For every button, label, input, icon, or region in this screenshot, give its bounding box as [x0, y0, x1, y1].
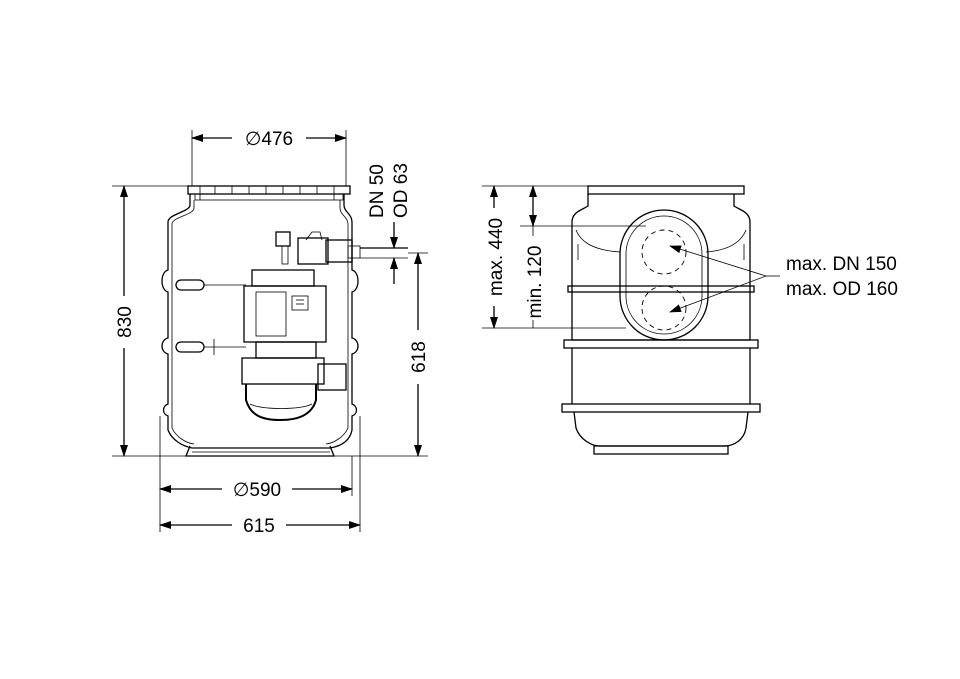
inlet-max-value: max. 440 [486, 218, 507, 296]
pipe-dn-label: DN 50 [367, 164, 388, 218]
front-view [161, 185, 408, 457]
inlet-leaders [669, 245, 780, 313]
dim-cover-diameter: ∅476 [191, 129, 347, 186]
base-diameter-value: 590 [249, 480, 281, 501]
pressure-pipe [360, 247, 408, 259]
pump-unit [175, 231, 361, 422]
diameter-symbol: ∅ [233, 480, 250, 501]
width-total-value: 615 [243, 516, 275, 537]
dim-width-total: 615 [159, 416, 361, 537]
height-inlet-value: 618 [409, 341, 430, 373]
svg-text:∅476: ∅476 [245, 129, 293, 150]
dim-inlet-min: min. 120 [520, 185, 646, 328]
tank-cover [187, 185, 351, 201]
side-view-dimensions: max. 440 min. 120 max. DN 150 max. OD 16… [482, 185, 898, 329]
inlet-dn-label: max. DN 150 [786, 254, 897, 275]
svg-text:∅590: ∅590 [233, 480, 281, 501]
dim-height-total: 830 [112, 185, 188, 457]
tank-body [161, 194, 359, 457]
dim-height-inlet: 618 [334, 252, 430, 457]
diameter-symbol: ∅ [245, 129, 262, 150]
inlet-od-label: max. OD 160 [786, 279, 898, 300]
cover-diameter-value: 476 [261, 129, 293, 150]
front-view-dimensions: ∅476 830 DN 50 OD 63 618 [112, 129, 430, 537]
side-view [561, 185, 761, 455]
dim-base-diameter: ∅590 [159, 416, 353, 532]
dim-inlet-max: max. 440 [482, 185, 626, 329]
dim-pipe: DN 50 OD 63 [367, 163, 412, 284]
inlet-zone [619, 209, 709, 341]
height-total-value: 830 [115, 306, 136, 338]
inlet-min-value: min. 120 [525, 246, 546, 319]
pipe-od-label: OD 63 [391, 163, 412, 218]
